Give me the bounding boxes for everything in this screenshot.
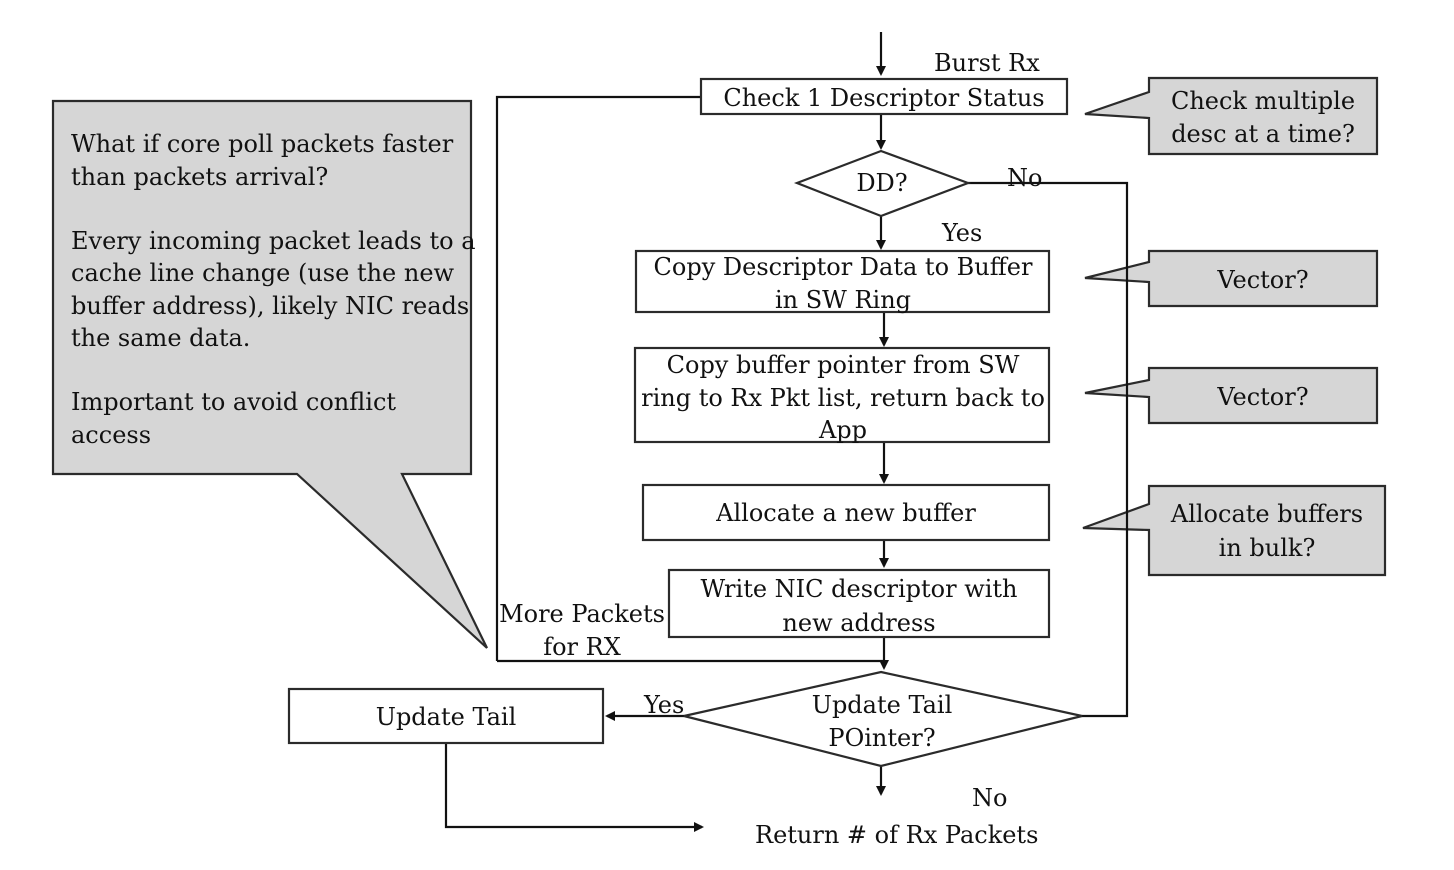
more-packets-label: More Packets	[499, 600, 665, 628]
copy-ptr-box	[633, 346, 1051, 444]
bulk-callout	[1082, 484, 1387, 577]
update-tail-box	[287, 687, 605, 745]
tail-yes-label: Yes	[643, 691, 684, 719]
left-callout-text: buffer address), likely NIC reads	[71, 292, 469, 320]
copy-desc-box	[634, 249, 1051, 314]
dd-yes-label: Yes	[941, 219, 982, 247]
left-callout-text: cache line change (use the new	[71, 259, 455, 287]
copy-ptr-text: ring to Rx Pkt list, return back to	[641, 384, 1045, 412]
vector-callout-1-text: Vector?	[1216, 266, 1308, 294]
allocate-box	[641, 483, 1051, 542]
update-tail-decision	[683, 670, 1083, 768]
copy-ptr-text: App	[818, 416, 867, 444]
copy-desc-text: Copy Descriptor Data to Buffer	[654, 253, 1033, 281]
tail-no-label: No	[972, 784, 1007, 812]
left-callout	[51, 99, 488, 649]
multi-desc-callout	[1084, 76, 1379, 156]
left-callout-text: access	[71, 421, 151, 449]
return-packets-label: Return # of Rx Packets	[755, 821, 1038, 849]
more-packets-label: for RX	[543, 633, 621, 661]
bulk-callout-text: in bulk?	[1219, 534, 1316, 562]
left-callout-text: the same data.	[71, 324, 250, 352]
arrow-to-return	[444, 743, 704, 832]
write-desc-text: new address	[782, 609, 935, 637]
update-tail-text: Update Tail	[376, 703, 517, 731]
burst-rx-label: Burst Rx	[934, 49, 1040, 77]
multi-desc-callout-text: Check multiple	[1171, 87, 1355, 115]
write-desc-text: Write NIC descriptor with	[700, 575, 1017, 603]
vector-callout-2-text: Vector?	[1216, 383, 1308, 411]
left-callout-text: than packets arrival?	[71, 163, 328, 191]
left-callout-text: What if core poll packets faster	[71, 130, 454, 158]
multi-desc-callout-text: desc at a time?	[1171, 120, 1355, 148]
dd-no-label: No	[1007, 164, 1042, 192]
check-status-text: Check 1 Descriptor Status	[723, 84, 1044, 112]
check-status-box	[699, 77, 1069, 116]
vector-callout-1	[1084, 249, 1379, 308]
copy-ptr-text: Copy buffer pointer from SW	[667, 351, 1020, 379]
bulk-callout-text: Allocate buffers	[1170, 500, 1363, 528]
dd-decision	[793, 149, 972, 218]
left-callout-text: Important to avoid conflict	[71, 388, 396, 416]
more-packets-loop	[495, 95, 701, 661]
left-callout-text: Every incoming packet leads to a	[71, 227, 476, 255]
allocate-text: Allocate a new buffer	[715, 499, 976, 527]
write-desc-box	[667, 568, 1051, 639]
update-tail-decision-text: Update Tail	[812, 691, 953, 719]
copy-desc-text: in SW Ring	[775, 286, 911, 314]
update-tail-decision-text: POinter?	[828, 724, 935, 752]
dd-decision-text: DD?	[856, 169, 907, 197]
dd-no-connector	[968, 181, 1129, 718]
vector-callout-2	[1084, 366, 1379, 425]
